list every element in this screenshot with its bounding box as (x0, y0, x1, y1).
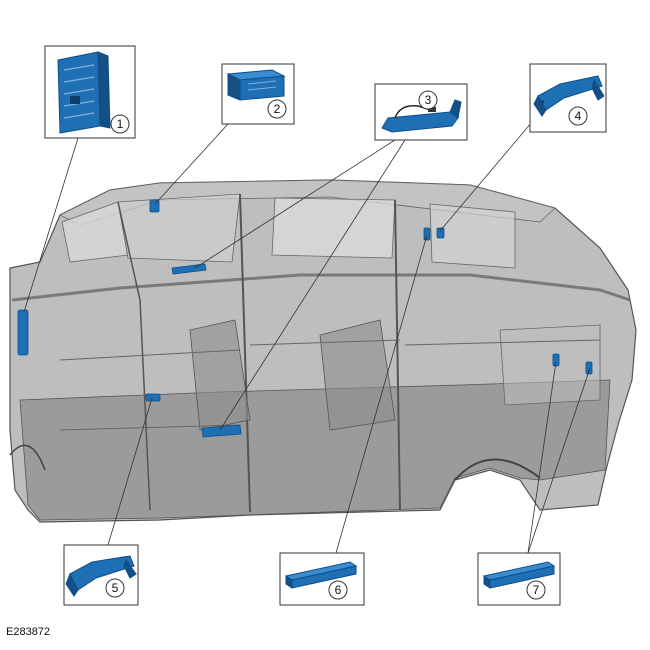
callout-1: 1 (44, 45, 136, 139)
panel-line (59, 424, 241, 431)
leader-5 (107, 397, 153, 546)
marker-module-7b (585, 361, 593, 375)
callout-circle (105, 578, 125, 598)
callout-number: 7 (533, 583, 540, 597)
front-wheel-arch (9, 444, 46, 471)
leader-7a (527, 361, 557, 554)
marker-module-2 (149, 199, 160, 213)
panel-line (59, 349, 241, 361)
callout-number: 6 (335, 583, 342, 597)
marker-module-1 (17, 309, 29, 356)
callout-circle (526, 580, 546, 600)
antenna-bar-icon (284, 561, 358, 589)
marker-module-5 (145, 393, 161, 402)
callout-circle (568, 106, 588, 126)
marker-handle-lower (201, 424, 242, 438)
rear-seat (319, 319, 396, 431)
leader-7b (527, 367, 591, 554)
body-control-module-icon (57, 51, 111, 134)
sliding-window (271, 197, 396, 259)
front-window (117, 193, 241, 263)
callout-circle (328, 580, 348, 600)
panel-line (404, 339, 601, 346)
callout-circle (267, 99, 287, 119)
callout-4: 4 (529, 63, 607, 133)
figure-id: E283872 (6, 626, 51, 638)
c-pillar (394, 199, 401, 511)
marker-module-4 (436, 227, 445, 239)
leader-3a (194, 139, 396, 269)
callout-circle (418, 90, 438, 110)
front-seat (189, 319, 251, 431)
callout-number: 2 (274, 102, 281, 116)
leader-1 (23, 137, 79, 313)
rear-wheel-arch (454, 458, 541, 481)
vehicle-body (9, 179, 637, 523)
callout-circle (110, 114, 130, 134)
leader-3b (219, 139, 406, 431)
marker-module-6 (423, 227, 431, 241)
callout-3: 3 (374, 83, 468, 141)
leader-lines (23, 121, 591, 554)
antenna-bar-icon (482, 561, 556, 589)
door-handle-antenna-icon (381, 99, 462, 133)
beltline (11, 273, 631, 302)
leader-4 (439, 121, 533, 232)
antenna-bracket-icon (65, 555, 137, 597)
callout-5: 5 (63, 544, 139, 606)
callout-number: 3 (425, 93, 432, 107)
lower-body (19, 379, 611, 521)
antenna-bracket-icon (533, 75, 605, 117)
rear-window (429, 203, 516, 269)
cargo-area (499, 324, 601, 406)
callout-2: 2 (221, 63, 295, 125)
callout-number: 1 (117, 117, 124, 131)
module-box-icon (226, 69, 286, 101)
leader-2 (154, 123, 229, 205)
b-pillar (239, 193, 251, 513)
leader-6 (335, 234, 428, 554)
marker-module-7a (552, 353, 560, 367)
callout-number: 5 (112, 581, 119, 595)
callout-6: 6 (279, 552, 365, 606)
a-pillar (117, 201, 151, 511)
callout-7: 7 (477, 552, 561, 606)
callout-number: 4 (575, 109, 582, 123)
